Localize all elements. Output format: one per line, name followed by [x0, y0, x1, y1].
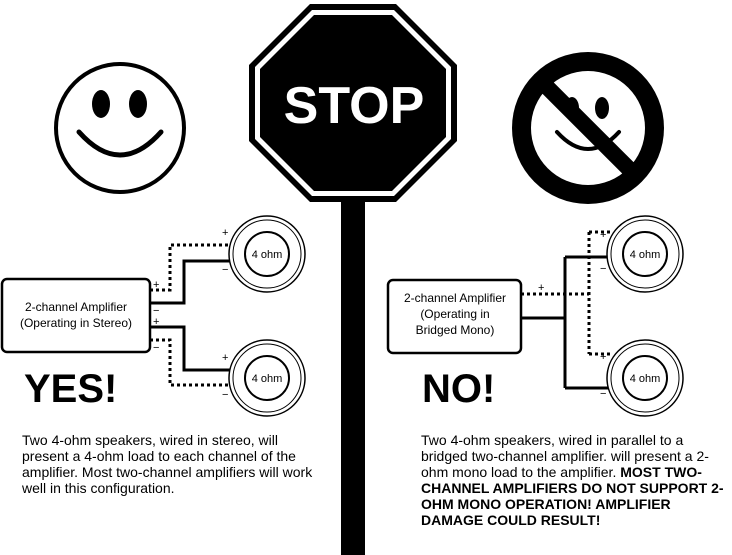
svg-text:−: −: [222, 264, 228, 276]
svg-text:+: +: [538, 282, 544, 294]
right-speaker-top: 4 ohm: [606, 215, 684, 293]
right-amplifier-line1: 2-channel Amplifier: [404, 291, 506, 305]
svg-text:+: +: [153, 279, 159, 291]
speaker-label: 4 ohm: [630, 249, 661, 261]
right-wiring: [521, 230, 612, 390]
left-amplifier-line2: (Operating in Stereo): [20, 316, 132, 330]
stop-sign-text: STOP: [284, 77, 425, 135]
svg-text:+: +: [222, 227, 228, 239]
svg-text:−: −: [222, 389, 228, 401]
svg-text:−: −: [600, 263, 606, 275]
right-amplifier-line2: (Operating in: [420, 307, 489, 321]
no-smiley-icon: [512, 52, 664, 204]
left-amplifier-line1: 2-channel Amplifier: [25, 300, 127, 314]
right-description: Two 4-ohm speakers, wired in parallel to…: [421, 432, 724, 528]
smiley-face-icon: [54, 62, 186, 194]
svg-text:−: −: [538, 313, 544, 325]
right-warning: MOST TWO-CHANNEL AMPLIFIERS DO NOT SUPPO…: [421, 464, 724, 528]
left-wiring: [150, 243, 245, 387]
right-speaker-bottom: 4 ohm: [606, 339, 684, 417]
svg-text:−: −: [153, 342, 159, 354]
speaker-label: 4 ohm: [252, 249, 283, 261]
svg-text:+: +: [153, 316, 159, 328]
svg-text:+: +: [600, 229, 606, 241]
sign-post: [341, 198, 365, 555]
svg-text:−: −: [153, 305, 159, 317]
right-amplifier-line3: Bridged Mono): [416, 323, 495, 337]
right-verdict: NO!: [422, 367, 495, 411]
left-description: Two 4-ohm speakers, wired in stereo, wil…: [22, 432, 313, 496]
svg-text:+: +: [600, 351, 606, 363]
right-amplifier: 2-channel Amplifier (Operating in Bridge…: [386, 278, 523, 355]
terminal-signs: + − + − + − + − + − + − + −: [153, 227, 606, 401]
stop-sign-icon: STOP: [249, 4, 457, 555]
speaker-label: 4 ohm: [630, 373, 661, 385]
stop-sign-face: [260, 15, 446, 191]
left-verdict: YES!: [24, 367, 117, 411]
svg-text:−: −: [600, 388, 606, 400]
left-speaker-bottom: 4 ohm: [228, 339, 306, 417]
left-amplifier: 2-channel Amplifier (Operating in Stereo…: [0, 277, 152, 354]
speaker-label: 4 ohm: [252, 373, 283, 385]
left-speaker-top: 4 ohm: [228, 215, 306, 293]
svg-text:+: +: [222, 352, 228, 364]
